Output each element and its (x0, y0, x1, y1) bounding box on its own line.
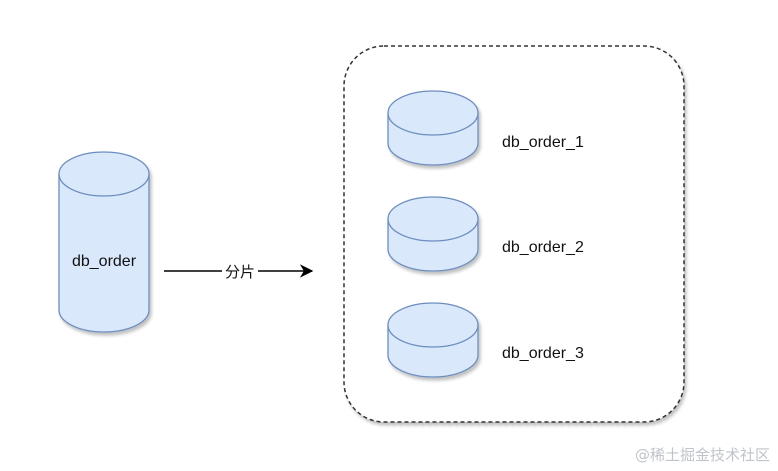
shard-db-label-2: db_order_2 (502, 239, 584, 256)
source-db-cylinder (58, 151, 150, 333)
edge-label-background (222, 260, 258, 281)
source-db-label: db_order (72, 253, 137, 270)
edge-label: 分片 (225, 263, 255, 281)
shard-db-cylinder-1 (387, 90, 479, 166)
source-db-body (58, 173, 150, 333)
shard-db-label-3: db_order_3 (502, 345, 584, 362)
shard-db-cylinder-2 (387, 196, 479, 272)
shard-db-label-1: db_order_1 (502, 134, 584, 151)
source-db-top (58, 151, 150, 197)
watermark-text: @稀土掘金技术社区 (634, 446, 770, 464)
shard-db-cylinder-3 (387, 302, 479, 378)
